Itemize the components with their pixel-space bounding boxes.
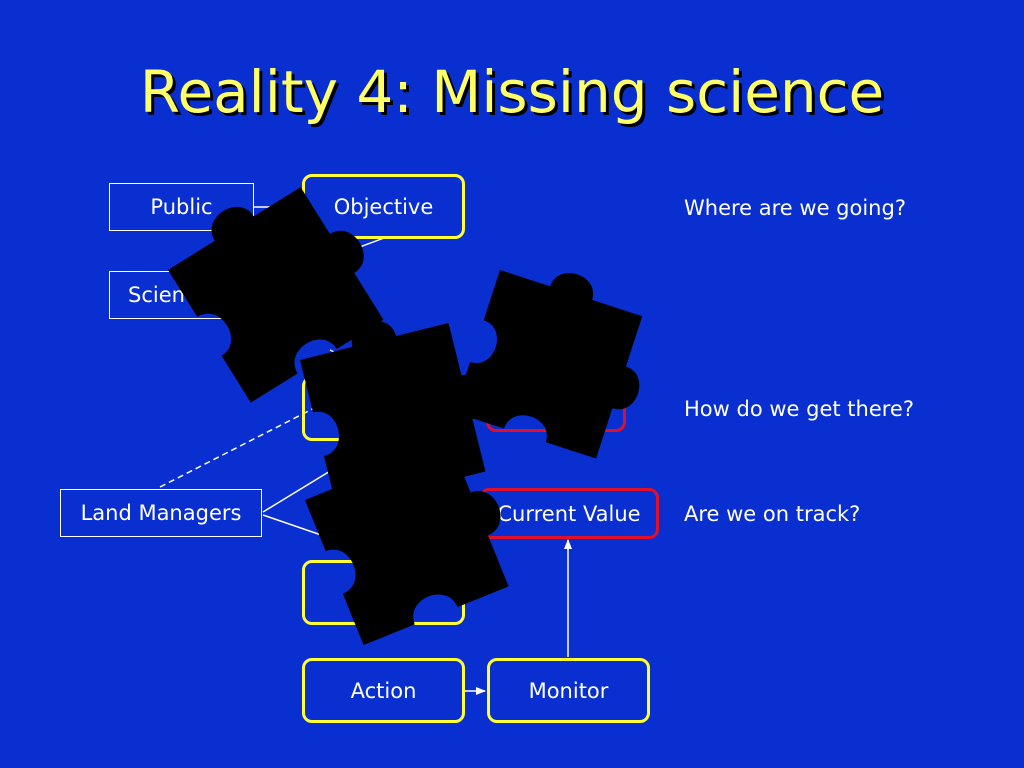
monitor-box: Monitor bbox=[487, 658, 650, 723]
land-managers-box: Land Managers bbox=[60, 489, 262, 537]
puzzle-piece-icon bbox=[453, 251, 668, 465]
action-box: Action bbox=[302, 658, 465, 723]
question-where: Where are we going? bbox=[684, 196, 906, 220]
slide-title: Reality 4: Missing science bbox=[139, 58, 885, 126]
question-how: How do we get there? bbox=[684, 397, 914, 421]
current-value-box: Current Value bbox=[479, 488, 659, 539]
public-box: Public bbox=[109, 183, 254, 231]
arrow-land-managers-up bbox=[262, 464, 341, 513]
question-track: Are we on track? bbox=[684, 502, 861, 526]
dashed-land-managers bbox=[159, 399, 331, 488]
science-box-label: Scien bbox=[128, 283, 185, 307]
